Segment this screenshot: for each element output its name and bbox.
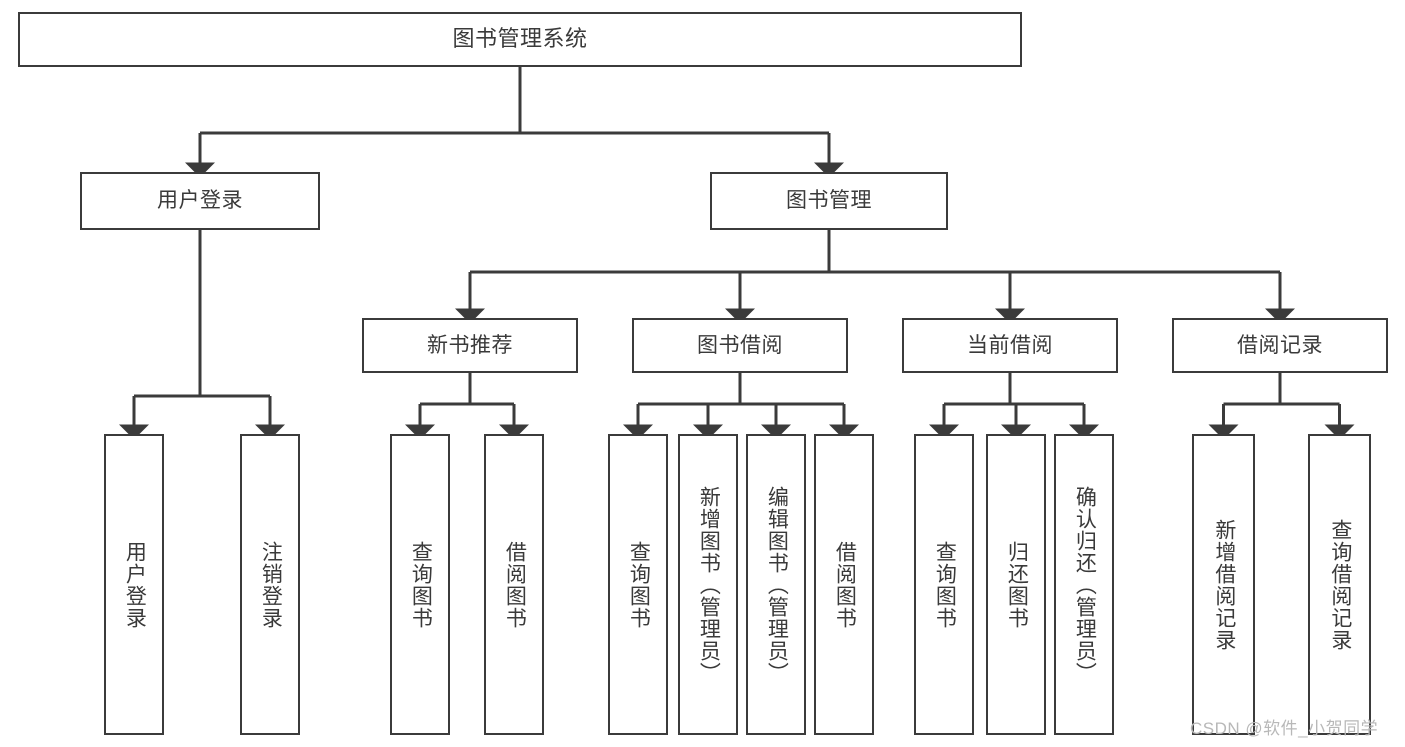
node-label: 确认归还（管理员） [1073,485,1097,684]
node-user-login: 用户登录 [80,172,320,230]
node-leaf-add-record: 新增借阅记录 [1192,434,1255,735]
node-leaf-borrow-book-1: 借阅图书 [484,434,544,735]
node-label: 借阅图书 [833,540,857,629]
node-leaf-add-book: 新增图书（管理员） [678,434,738,735]
node-leaf-edit-book: 编辑图书（管理员） [746,434,806,735]
node-leaf-query-book-2: 查询图书 [608,434,668,735]
node-label: 编辑图书（管理员） [765,485,789,684]
node-borrow-record: 借阅记录 [1172,318,1388,373]
node-leaf-query-book-1: 查询图书 [390,434,450,735]
node-leaf-return-book: 归还图书 [986,434,1046,735]
node-root: 图书管理系统 [18,12,1022,67]
node-book-borrow: 图书借阅 [632,318,848,373]
node-label: 查询图书 [409,540,433,629]
node-leaf-logout: 注销登录 [240,434,300,735]
node-new-book-rec: 新书推荐 [362,318,578,373]
node-leaf-user-login: 用户登录 [104,434,164,735]
node-leaf-confirm-return: 确认归还（管理员） [1054,434,1114,735]
node-leaf-query-record: 查询借阅记录 [1308,434,1371,735]
node-label: 借阅记录 [1237,333,1323,357]
node-label: 查询图书 [627,540,651,629]
node-label: 查询借阅记录 [1328,518,1352,651]
node-label: 新书推荐 [427,333,513,357]
node-label: 归还图书 [1005,540,1029,629]
node-leaf-borrow-book-2: 借阅图书 [814,434,874,735]
node-leaf-query-book-3: 查询图书 [914,434,974,735]
node-label: 当前借阅 [967,333,1053,357]
node-label: 图书借阅 [697,333,783,357]
node-label: 新增图书（管理员） [697,485,721,684]
node-book-manage: 图书管理 [710,172,948,230]
node-label: 图书管理系统 [452,26,588,52]
node-label: 用户登录 [123,540,147,629]
csdn-watermark: CSDN @软件_小贺同学 [1190,719,1379,738]
node-label: 用户登录 [157,189,243,213]
node-label: 注销登录 [259,540,283,629]
node-label: 查询图书 [933,540,957,629]
node-label: 图书管理 [786,189,872,213]
node-current-borrow: 当前借阅 [902,318,1118,373]
node-label: 新增借阅记录 [1212,518,1236,651]
node-label: 借阅图书 [503,540,527,629]
